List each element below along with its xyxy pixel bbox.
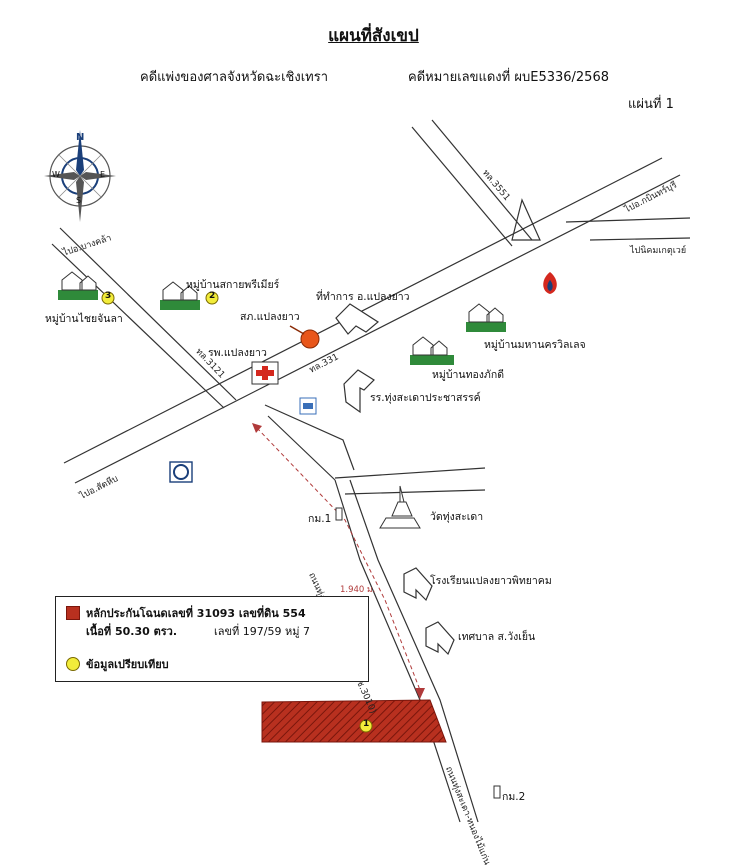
road-side bbox=[334, 467, 486, 495]
road-label-to-industrial: ไปนิคมเกตุเวย์ bbox=[630, 246, 687, 256]
subject-marker bbox=[359, 719, 373, 733]
gas-station-icon-pt bbox=[169, 461, 193, 483]
village-icon-mahanakhon bbox=[466, 303, 506, 332]
subject-parcel bbox=[261, 699, 447, 743]
school-thungsadao-icon bbox=[343, 369, 375, 414]
label-village-sakai: หมู่บ้านสกายพรีเมียร์ bbox=[186, 279, 280, 291]
subject-marker-number: 1 bbox=[363, 719, 370, 729]
road-3551 bbox=[411, 119, 533, 247]
distance-label: 1.940 ม. bbox=[340, 585, 376, 595]
label-village-chaijanla: หมู่บ้านไชยจันลา bbox=[45, 313, 123, 325]
junction-island bbox=[511, 198, 541, 241]
school-phitthaya-icon bbox=[403, 567, 433, 602]
legend-line2a: เนื้อที่ 50.30 ตรว. bbox=[86, 625, 177, 638]
comp2-marker-number: 2 bbox=[209, 291, 216, 301]
road-industrial bbox=[565, 217, 691, 241]
sheet-number: แผ่นที่ 1 bbox=[628, 97, 674, 112]
km1-post-icon bbox=[335, 507, 343, 521]
hospital-icon bbox=[251, 361, 279, 385]
municipality-icon bbox=[425, 621, 455, 656]
road-331 bbox=[63, 157, 681, 484]
label-village-mahanakhon: หมู่บ้านมหานครวิลเลจ bbox=[484, 339, 586, 351]
label-district-office: ที่ทำการ อ.แปลงยาว bbox=[316, 291, 410, 303]
compass-south: S bbox=[76, 196, 82, 205]
label-school-thungsadao: รร.ทุ่งสะเดาประชาสรรค์ bbox=[370, 392, 481, 404]
map-title: แผนที่สังเขป bbox=[328, 26, 419, 46]
comp2-marker bbox=[205, 291, 219, 305]
route-arrow-end bbox=[415, 688, 425, 699]
label-municipality: เทศบาล ส.วังเย็น bbox=[458, 631, 536, 643]
km2-post-icon bbox=[493, 785, 501, 799]
case-number: คดีหมายเลขแดงที่ ผบE5336/2568 bbox=[408, 70, 609, 85]
road-soi bbox=[264, 404, 479, 823]
comp3-marker bbox=[101, 291, 115, 305]
village-icon-sakai bbox=[160, 281, 200, 310]
legend-line3: ข้อมูลเปรียบเทียบ bbox=[86, 658, 169, 671]
label-temple: วัดทุ่งสะเดา bbox=[430, 511, 484, 523]
police-icon bbox=[289, 325, 320, 349]
legend-comparison-swatch bbox=[66, 657, 80, 671]
distance-route bbox=[256, 427, 421, 691]
district-office-icon bbox=[335, 303, 380, 335]
legend-line1: หลักประกันโฉนดเลขที่ 31093 เลขที่ดิน 554 bbox=[86, 607, 306, 620]
route-arrow-start bbox=[252, 423, 262, 433]
compass-north: N bbox=[76, 132, 85, 143]
comp3-marker-number: 3 bbox=[105, 291, 112, 301]
label-village-thongpakdi: หมู่บ้านทองภักดี bbox=[432, 369, 505, 381]
road-3121 bbox=[51, 227, 237, 409]
compass-west: W bbox=[52, 170, 60, 179]
label-police: สภ.แปลงยาว bbox=[240, 311, 300, 323]
label-km1: กม.1 bbox=[308, 513, 332, 525]
compass-icon bbox=[44, 130, 116, 222]
label-hospital: รพ.แปลงยาว bbox=[208, 347, 267, 359]
compass-east: E bbox=[100, 170, 106, 179]
gas-station-icon-ptt bbox=[543, 272, 557, 294]
temple-icon bbox=[379, 485, 421, 529]
village-icon-thongpakdi bbox=[410, 336, 454, 365]
gas-station-icon-small bbox=[299, 397, 317, 415]
label-school-phitthaya: โรงเรียนแปลงยาวพิทยาคม bbox=[430, 575, 552, 587]
map-canvas bbox=[44, 119, 691, 823]
legend-line2b: เลขที่ 197/59 หมู่ 7 bbox=[214, 625, 310, 638]
village-icon-chaijanla bbox=[58, 271, 98, 300]
label-km2: กม.2 bbox=[502, 791, 526, 803]
legend-subject-swatch bbox=[66, 606, 80, 620]
court-name: คดีแพ่งของศาลจังหวัดฉะเชิงเทรา bbox=[140, 70, 329, 85]
legend: หลักประกันโฉนดเลขที่ 31093 เลขที่ดิน 554… bbox=[55, 596, 369, 682]
